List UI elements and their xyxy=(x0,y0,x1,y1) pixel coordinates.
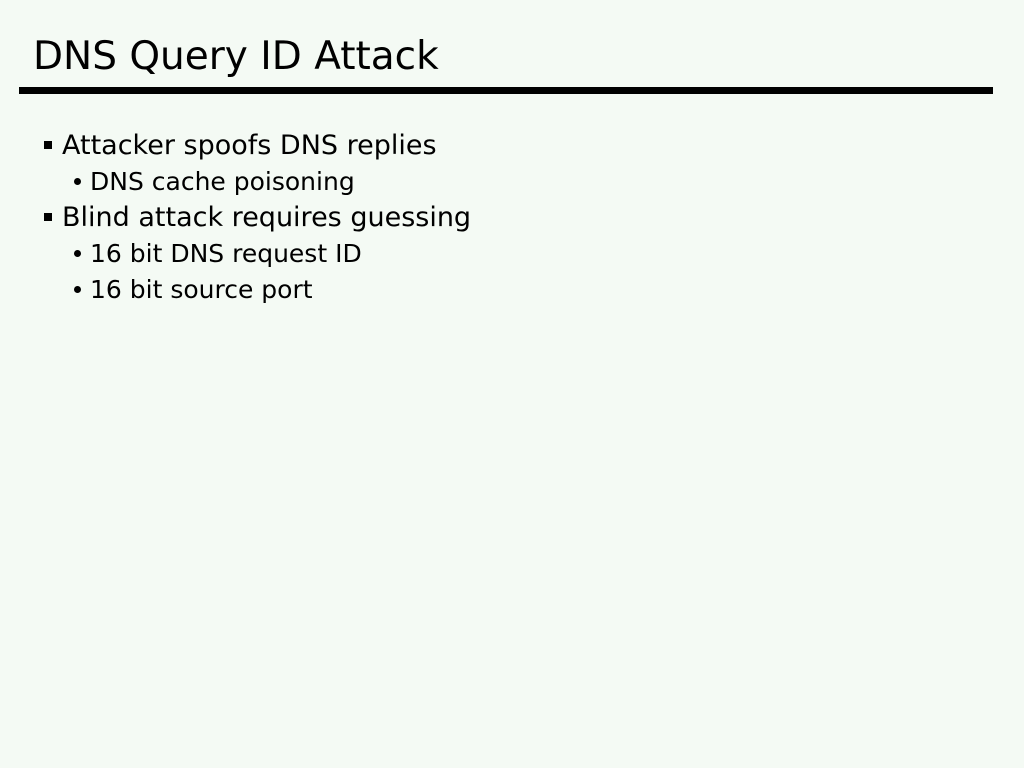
bullet-subitem: 16 bit source port xyxy=(0,271,1024,307)
square-bullet-icon xyxy=(44,141,52,149)
bullet-item-text: Blind attack requires guessing xyxy=(62,201,472,233)
title-underline-rule xyxy=(19,87,993,94)
round-bullet-icon xyxy=(74,285,81,293)
bullet-item: Blind attack requires guessing xyxy=(0,199,1024,235)
slide-title: DNS Query ID Attack xyxy=(33,34,439,79)
round-bullet-icon xyxy=(74,249,81,257)
bullet-item-text: DNS cache poisoning xyxy=(90,166,355,196)
bullet-item-text: 16 bit source port xyxy=(90,274,313,304)
bullet-item-text: Attacker spoofs DNS replies xyxy=(62,129,437,161)
bullet-item-text: 16 bit DNS request ID xyxy=(90,238,362,268)
bullet-subitem: 16 bit DNS request ID xyxy=(0,235,1024,271)
bullet-list: Attacker spoofs DNS replies DNS cache po… xyxy=(0,127,1024,307)
round-bullet-icon xyxy=(74,177,81,185)
bullet-subitem: DNS cache poisoning xyxy=(0,163,1024,199)
bullet-item: Attacker spoofs DNS replies xyxy=(0,127,1024,163)
square-bullet-icon xyxy=(44,213,52,221)
